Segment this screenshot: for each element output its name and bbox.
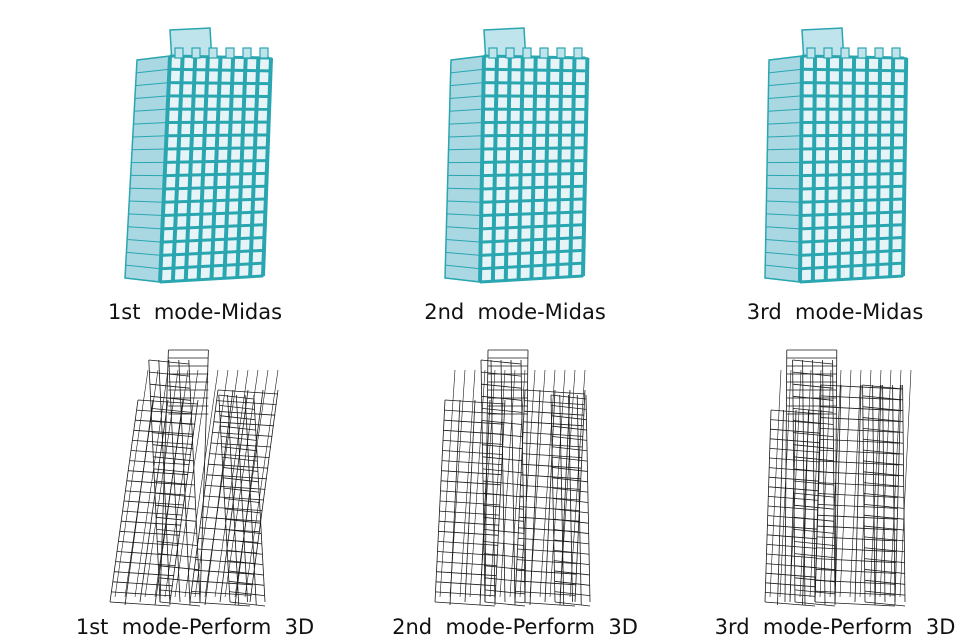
perform-mode-2-panel [425, 340, 605, 610]
midas-mode-1-panel [105, 20, 285, 290]
perform-mode-2-caption: 2nd mode-Perform 3D [392, 615, 638, 639]
perform-mode-1-panel [100, 340, 280, 610]
midas-mode-2-building [444, 27, 590, 284]
perform-mode-3-caption: 3rd mode-Perform 3D [714, 615, 956, 639]
midas-mode-3-caption: 3rd mode-Midas [746, 300, 924, 324]
perform-mode-1-caption: 1st mode-Perform 3D [75, 615, 315, 639]
perform-mode-3-panel [755, 340, 935, 610]
midas-mode-2-caption: 2nd mode-Midas [424, 300, 606, 324]
perform-mode-3-building [764, 349, 912, 607]
midas-mode-2-panel [425, 20, 605, 290]
midas-mode-1-building [124, 27, 273, 284]
midas-mode-3-panel [745, 20, 925, 290]
perform-mode-1-building [109, 349, 279, 607]
perform-mode-2-building [434, 349, 591, 607]
midas-mode-3-building [764, 27, 909, 284]
midas-mode-1-caption: 1st mode-Midas [107, 300, 283, 324]
